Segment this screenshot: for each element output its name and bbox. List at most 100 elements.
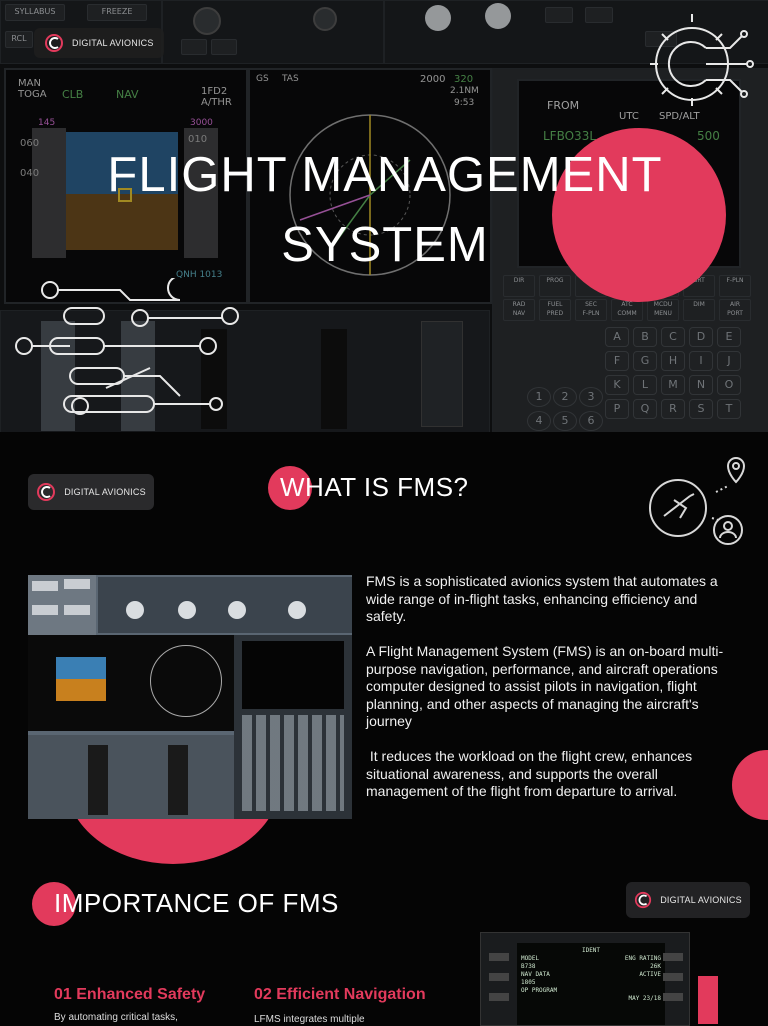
right-edge-circle — [732, 750, 768, 820]
brand-logo-icon — [635, 891, 652, 909]
brand-logo-hero: DIGITAL AVIONICS — [34, 28, 164, 58]
brand-name: DIGITAL AVIONICS — [660, 895, 742, 905]
flight-route-icon — [649, 456, 746, 545]
mcdu-model: B738 — [521, 963, 536, 970]
hero-pink-circle — [552, 128, 726, 302]
mcdu-letter-key: I — [689, 351, 713, 371]
hero-banner: SYLLABUS FREEZE RCL MAN TOGA CLB NAV 1FD… — [0, 0, 768, 432]
brand-logo-section2: DIGITAL AVIONICS — [28, 474, 154, 510]
mcdu-op-program: OP PROGRAM — [521, 987, 558, 994]
mcdu-letter-key: B — [633, 327, 657, 347]
nd-time: 9:53 — [454, 98, 475, 108]
brand-logo-icon — [45, 34, 63, 52]
nd-alt-readout: 2000 — [420, 74, 446, 85]
hero-title-line1: FLIGHT MANAGEMENT — [107, 148, 663, 202]
alt-target: 3000 — [190, 118, 213, 128]
cockpit-image — [28, 575, 352, 819]
gs-label: GS — [256, 74, 269, 84]
mcdu-date: MAY 23/18 — [628, 995, 661, 1002]
fma-fd-label: 1FD2 A/THR — [201, 86, 232, 108]
mcdu-letter-key: A — [605, 327, 629, 347]
mcdu-ident: IDENT — [581, 947, 601, 954]
fma-thrust-label: MAN TOGA — [18, 78, 47, 100]
efis-control-panel — [162, 0, 384, 64]
hero-title-line2: SYSTEM — [281, 218, 489, 272]
mcdu-letter-key: O — [717, 375, 741, 395]
mcdu-letter-key: T — [717, 399, 741, 419]
mcdu-letter-key: L — [633, 375, 657, 395]
what-is-paragraph-1: FMS is a sophisticated avionics system t… — [366, 573, 718, 624]
brand-name: DIGITAL AVIONICS — [64, 487, 146, 497]
mcdu-active: ACTIVE — [639, 971, 661, 978]
mcdu-digit-key: 5 — [553, 411, 577, 431]
importance-title: IMPORTANCE OF FMS — [54, 888, 339, 918]
compass-rose — [289, 114, 451, 276]
mcdu-spd: 500 — [697, 129, 720, 143]
mcdu-digit-key: 6 — [579, 411, 603, 431]
mcdu-fkey: AIR PORT — [719, 299, 751, 321]
mcdu-fkey: SEC F-PLN — [575, 299, 607, 321]
photo-pink-bar — [698, 976, 718, 1024]
syllabus-button: SYLLABUS — [5, 4, 65, 21]
mcdu-fkey: DIM — [683, 299, 715, 321]
mcdu-letter-key: K — [605, 375, 629, 395]
navigation-display: GS TAS 2000 320 2.1NM 9:53 — [248, 68, 492, 304]
mcdu-eng-label: ENG RATING — [624, 955, 661, 962]
mcdu-letter-key: H — [661, 351, 685, 371]
mcdu-letter-key: E — [717, 327, 741, 347]
mcdu-digit-key: 1 — [527, 387, 551, 407]
brand-logo-icon — [37, 483, 56, 501]
mcdu-fkey: FUEL PRED — [539, 299, 571, 321]
tas-label: TAS — [282, 74, 299, 84]
mcdu-letter-key: M — [661, 375, 685, 395]
qnh-readout: QNH 1013 — [176, 270, 223, 280]
mcdu-digit-key: 3 — [579, 387, 603, 407]
mcdu-letter-key: Q — [633, 399, 657, 419]
speed-tape-040: 040 — [20, 168, 40, 179]
what-is-paragraph-3: It reduces the workload on the flight cr… — [366, 748, 696, 799]
mcdu-letter-key: C — [661, 327, 685, 347]
mcdu-navdata: 1805 — [521, 979, 536, 986]
gear-circuit-icon — [650, 14, 754, 106]
mcdu-fkey: ATC COMM — [611, 299, 643, 321]
mcdu-from-label: FROM — [547, 99, 580, 112]
mcdu-letter-key: D — [689, 327, 713, 347]
mcdu-letter-key: S — [689, 399, 713, 419]
mcdu-utc-label: UTC — [619, 111, 639, 122]
mcdu-letter-key: G — [633, 351, 657, 371]
freeze-button: FREEZE — [87, 4, 147, 21]
mcdu-fkey: RAD NAV — [503, 299, 535, 321]
rcl-button: RCL — [5, 31, 33, 48]
brand-name: DIGITAL AVIONICS — [72, 38, 154, 48]
mcdu-navdata-label: NAV DATA — [521, 971, 550, 978]
speed-tape-060: 060 — [20, 138, 40, 149]
feature-1-text: By automating critical tasks, — [54, 1012, 178, 1023]
mcdu-letter-key: F — [605, 351, 629, 371]
mcdu-letter-key: N — [689, 375, 713, 395]
alt-tape-010: 010 — [188, 134, 208, 145]
mcdu-letter-key: P — [605, 399, 629, 419]
what-is-fms-title: WHAT IS FMS? — [280, 472, 469, 502]
title-dot — [268, 466, 312, 510]
what-is-paragraph-2: A Flight Management System (FMS) is an o… — [366, 643, 724, 729]
mcdu-spdalt-label: SPD/ALT — [659, 111, 700, 122]
mcdu-digit-key: 4 — [527, 411, 551, 431]
mcdu-eng: 26K — [650, 963, 661, 970]
mcdu-letter-key: R — [661, 399, 685, 419]
mcdu-letter-key: J — [717, 351, 741, 371]
title-dot — [32, 882, 76, 926]
circuit-decoration — [15, 278, 239, 415]
feature-2-text: LFMS integrates multiple — [254, 1014, 365, 1025]
fma-nav-label: NAV — [116, 88, 139, 101]
brand-logo-section3: DIGITAL AVIONICS — [626, 882, 750, 918]
mcdu-fkey: MCDU MENU — [647, 299, 679, 321]
mcdu-photo: IDENT MODEL ENG RATING B738 26K NAV DATA… — [480, 932, 690, 1026]
mcdu-fkey: DIR — [503, 275, 535, 297]
mcdu-digit-key: 2 — [553, 387, 577, 407]
speed-target: 145 — [38, 118, 56, 128]
nd-distance: 2.1NM — [450, 86, 479, 96]
mcdu-model-label: MODEL — [521, 955, 540, 962]
feature-1-title: 01 Enhanced Safety — [54, 986, 206, 1003]
fma-clb-label: CLB — [62, 88, 84, 101]
feature-2-title: 02 Efficient Navigation — [254, 986, 426, 1003]
